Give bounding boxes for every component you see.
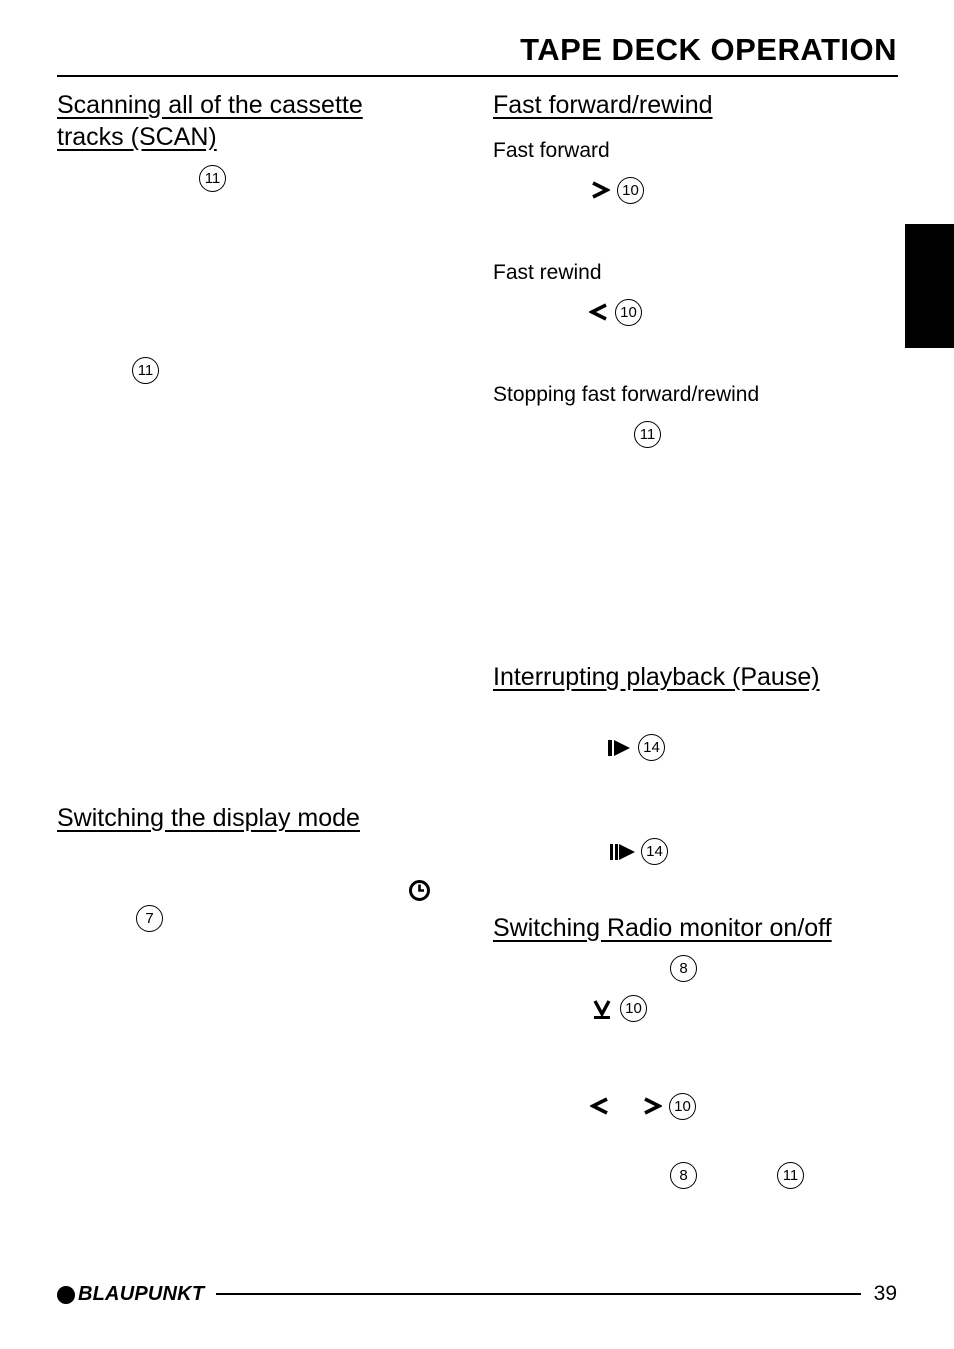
clock-icon <box>408 879 431 902</box>
footer-rule <box>216 1293 861 1295</box>
fast-forward-subheading: Fast forward <box>493 139 610 162</box>
button-ref-10: 10 <box>615 299 642 326</box>
logo-dot-icon <box>57 1285 75 1304</box>
pause-heading: Interrupting playback (Pause) <box>493 663 820 691</box>
rewind-chevron-icon <box>590 1096 610 1116</box>
fast-rewind-subheading: Fast rewind <box>493 261 602 284</box>
button-ref-8: 8 <box>670 955 697 982</box>
button-ref-11: 11 <box>777 1162 804 1189</box>
pause-play-icon <box>608 738 632 758</box>
pause-play-icon <box>610 842 636 862</box>
button-ref-11: 11 <box>634 421 661 448</box>
brand-name: BLAUPUNKT <box>78 1283 205 1305</box>
forward-chevron-icon <box>642 1096 662 1116</box>
stop-fast-forward-subheading: Stopping fast forward/rewind <box>493 383 760 406</box>
down-chevron-icon <box>592 998 612 1020</box>
scan-heading-line2: tracks (SCAN) <box>57 123 217 151</box>
forward-chevron-icon <box>590 180 610 200</box>
scan-heading-line1: Scanning all of the cassette <box>57 91 363 119</box>
page-number: 39 <box>873 1282 897 1305</box>
radio-monitor-heading: Switching Radio monitor on/off <box>493 914 832 942</box>
button-ref-7: 7 <box>136 905 163 932</box>
button-ref-10: 10 <box>620 995 647 1022</box>
rewind-chevron-icon <box>589 302 609 322</box>
button-ref-14: 14 <box>638 734 665 761</box>
button-ref-11: 11 <box>132 357 159 384</box>
button-ref-10: 10 <box>617 177 644 204</box>
header-rule <box>57 75 898 77</box>
button-ref-8: 8 <box>670 1162 697 1189</box>
display-mode-heading: Switching the display mode <box>57 804 360 832</box>
scan-heading: Scanning all of the cassette tracks (SCA… <box>57 89 363 153</box>
fast-forward-rewind-heading: Fast forward/rewind <box>493 91 713 119</box>
brand-logo: BLAUPUNKT <box>57 1283 204 1306</box>
page-title: TAPE DECK OPERATION <box>520 32 897 67</box>
language-tab <box>905 224 954 348</box>
button-ref-11: 11 <box>199 165 226 192</box>
button-ref-10: 10 <box>669 1093 696 1120</box>
button-ref-14: 14 <box>641 838 668 865</box>
